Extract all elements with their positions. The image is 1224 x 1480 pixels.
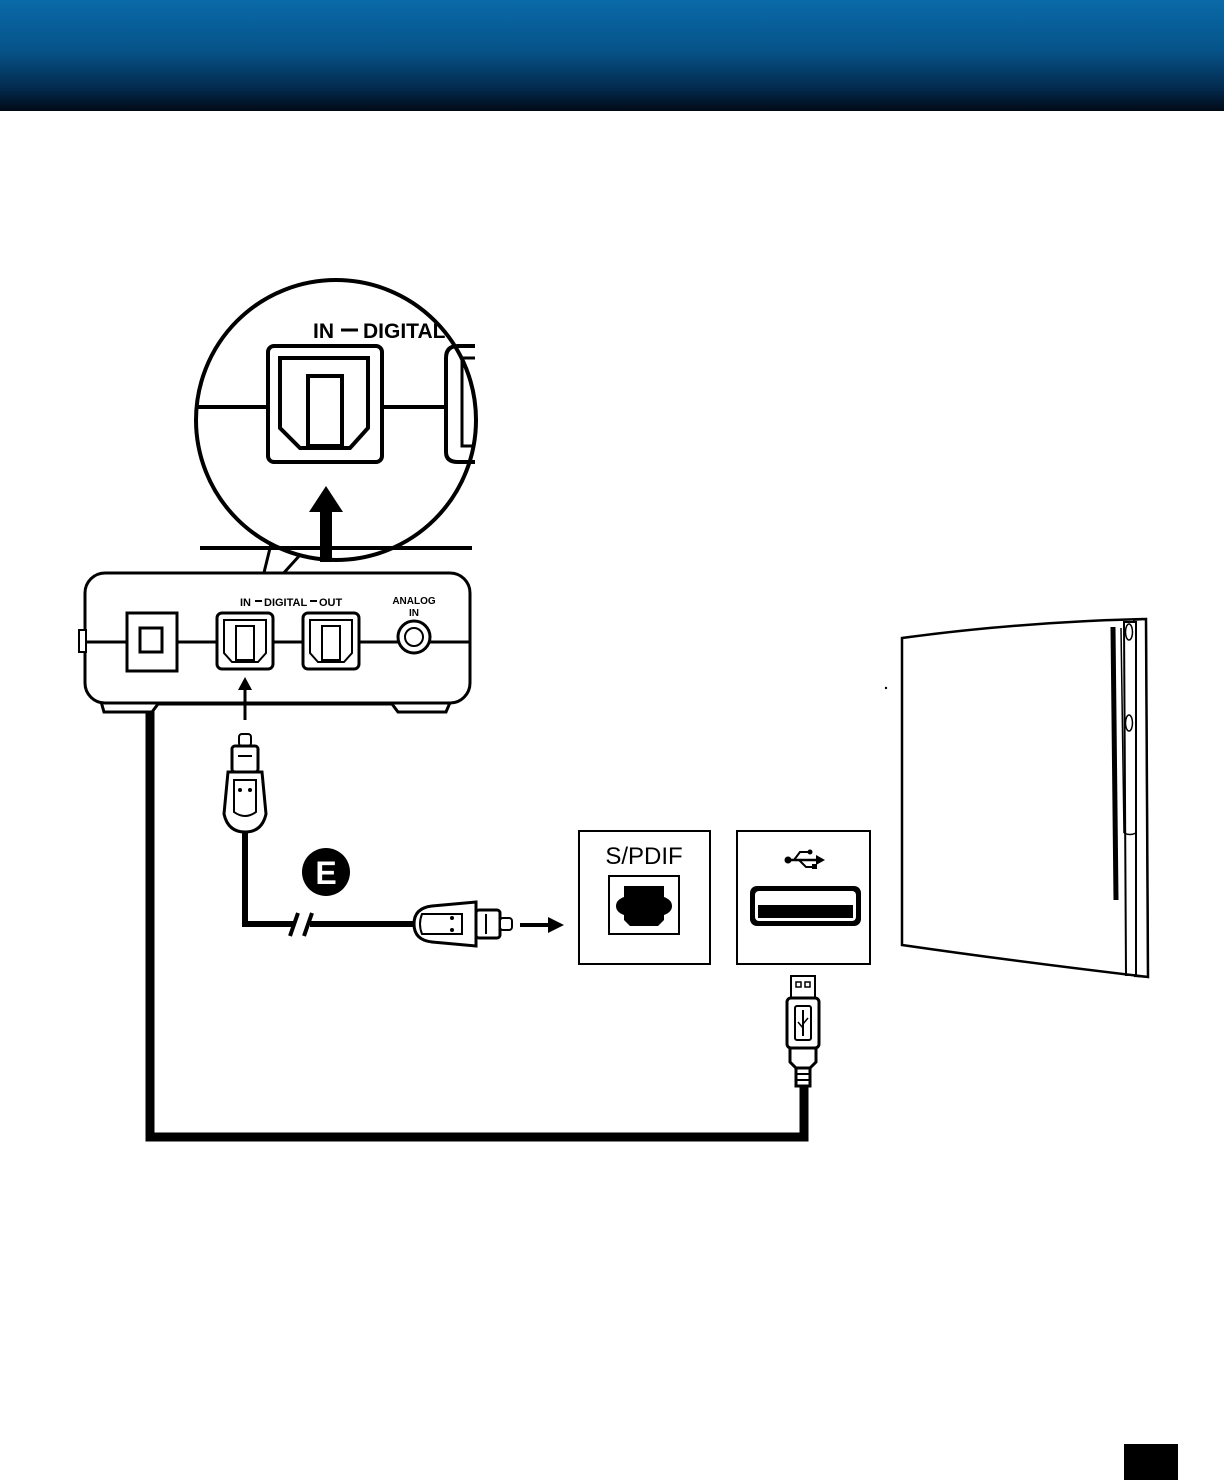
digital-in-port-icon [217,613,273,669]
receiver-label-analog-in: IN [409,608,419,619]
optical-port-icon [609,876,679,934]
game-console [885,619,1148,977]
optical-plug-vertical [224,734,266,832]
zoom-label-in: IN [313,320,334,343]
digital-out-port-icon [303,613,359,669]
usb-a-plug [787,976,819,1086]
usb-panel [737,831,870,964]
analog-in-jack-icon [398,621,430,653]
zoom-optical-port-icon [268,346,382,462]
receiver-label-analog: ANALOG [392,596,436,607]
spdif-panel: S/PDIF [579,831,710,964]
receiver-label-digital: DIGITAL [264,597,307,609]
receiver-label-in: IN [240,597,251,609]
arrow-right-icon [520,917,564,933]
cable-break-marks [290,913,312,936]
zoom-label-digital: DIGITAL [363,320,446,343]
page-number-tab [1124,1444,1178,1480]
zoom-callout: IN DIGITAL [196,280,476,597]
receiver-label-out: OUT [319,597,343,609]
usb-b-port-icon [127,613,177,671]
receiver-unit: IN DIGITAL OUT ANALOG IN [79,573,470,712]
optical-plug-horizontal [414,902,512,946]
step-badge-letter: E [315,855,336,891]
step-badge: E [302,848,350,896]
spdif-label: S/PDIF [605,843,682,870]
usb-port-icon [750,886,861,926]
